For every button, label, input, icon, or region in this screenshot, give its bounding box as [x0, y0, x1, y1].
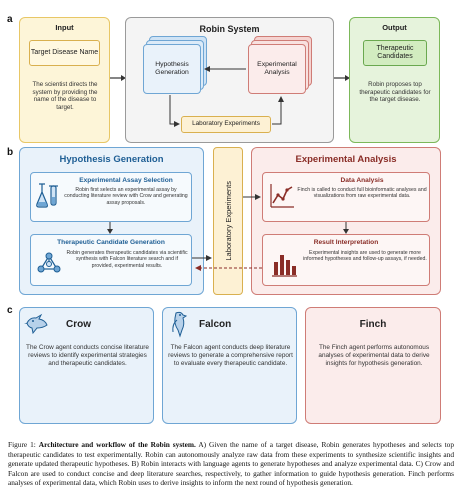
input-description: The scientist directs the system by prov… [32, 81, 98, 111]
output-title: Output [382, 23, 407, 32]
panel-a-label: a [7, 14, 13, 25]
figure-caption: Figure 1: Architecture and workflow of t… [8, 440, 454, 488]
output-description: Robin proposes top therapeutic candidate… [359, 81, 431, 104]
candidate-generation-box: Therapeutic Candidate Generation Robin g… [30, 234, 192, 286]
arrow-data-to-result [343, 222, 349, 234]
hypothesis-generation-title: Hypothesis Generation [59, 154, 164, 165]
molecule-icon [37, 252, 61, 273]
lab-flask-icon [36, 183, 58, 208]
experimental-analysis-title: Experimental Analysis [295, 154, 397, 165]
crow-title: Crow [66, 319, 91, 330]
panel-c-label: c [7, 305, 13, 316]
arrow-input-to-robin [110, 75, 126, 81]
finch-title: Finch [359, 319, 387, 330]
falcon-title: Falcon [199, 319, 232, 330]
robin-cycle-arrows [169, 66, 284, 127]
crow-bird-icon [24, 313, 48, 335]
caption-prefix: Figure 1: [8, 440, 39, 449]
panel-b-label: b [7, 147, 14, 158]
falcon-card: Falcon The Falcon agent conducts deep li… [162, 307, 297, 424]
data-analysis-title: Data Analysis [340, 177, 384, 184]
candidate-generation-title: Therapeutic Candidate Generation [57, 239, 165, 246]
arrow-robin-to-output [334, 75, 350, 81]
result-interpretation-desc: Experimental insights are used to genera… [303, 250, 427, 263]
output-panel: Output Therapeutic Candidates Robin prop… [349, 17, 440, 143]
lab-experiments-vertical: Laboratory Experiments [213, 147, 243, 295]
assay-selection-box: Experimental Assay Selection Robin first… [30, 172, 192, 222]
therapeutic-candidates-box: Therapeutic Candidates [363, 40, 427, 66]
caption-bold-title: Architecture and workflow of the Robin s… [38, 440, 196, 449]
crow-description: The Crow agent conducts concise literatu… [26, 344, 149, 367]
falcon-bird-icon [172, 311, 188, 338]
assay-selection-desc: Robin first selects an experimental assa… [64, 187, 188, 206]
input-panel: Input Target Disease Name The scientist … [19, 17, 110, 143]
result-interpretation-title: Result Interpretation [313, 239, 379, 246]
data-analysis-desc: Finch is called to conduct full bioinfor… [297, 187, 427, 200]
line-chart-icon [270, 184, 294, 208]
hypothesis-generation-card: Hypothesis Generation [143, 44, 201, 94]
bar-chart-icon [272, 255, 297, 277]
lab-experiments-box: Laboratory Experiments [181, 116, 271, 133]
candidate-generation-desc: Robin generates therapeutic candidates v… [66, 250, 188, 269]
input-title: Input [55, 23, 74, 32]
assay-selection-title: Experimental Assay Selection [79, 177, 173, 184]
finch-description: The Finch agent performs autonomous anal… [318, 344, 430, 367]
experimental-analysis-card: Experimental Analysis [248, 44, 306, 94]
finch-card: Finch The Finch agent performs autonomou… [305, 307, 441, 424]
robin-system-title: Robin System [199, 24, 260, 34]
arrow-assay-to-candidate [107, 222, 113, 234]
caption-body: A) Given the name of a target disease, R… [8, 440, 455, 488]
target-disease-box: Target Disease Name [29, 40, 100, 66]
panel-b-arrows [192, 194, 262, 271]
data-analysis-box: Data Analysis Finch is called to conduct… [262, 172, 430, 222]
falcon-description: The Falcon agent conducts deep literatur… [168, 344, 293, 367]
